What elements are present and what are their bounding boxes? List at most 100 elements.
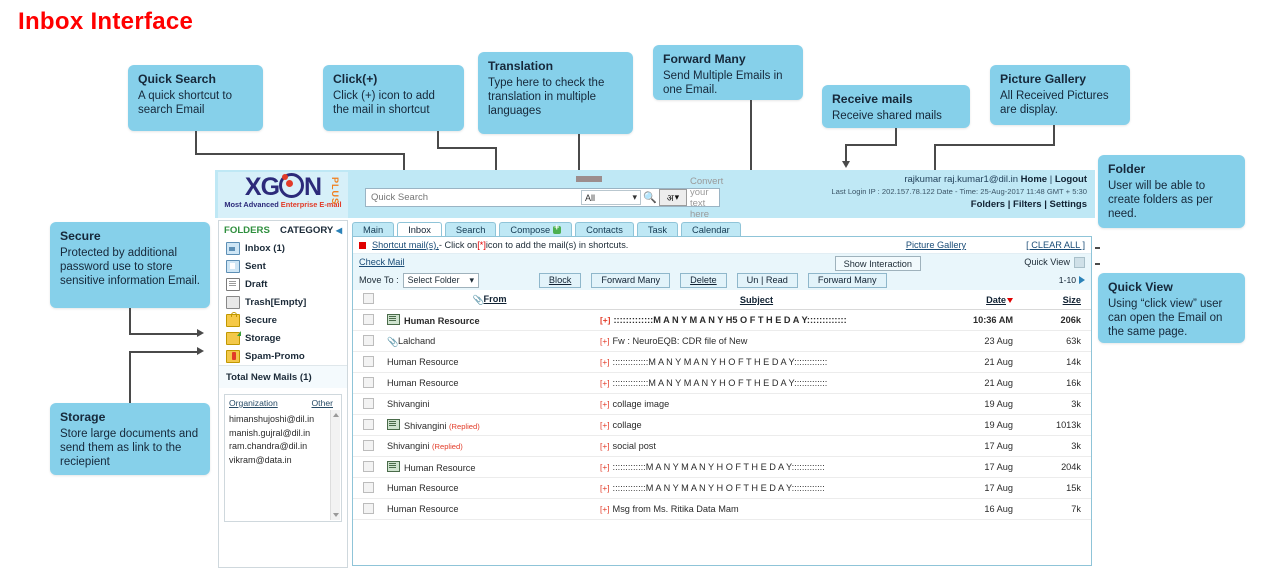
row-checkbox[interactable]: [362, 397, 374, 409]
table-row[interactable]: Shivangini (Replied) [+]social post 17 A…: [353, 435, 1091, 457]
table-row[interactable]: 📎Lalchand [+]Fw : NeuroEQB: CDR file of …: [353, 330, 1091, 352]
table-row[interactable]: Human Resource [+]::::::::::::::M A N Y …: [353, 351, 1091, 373]
select-folder-dropdown[interactable]: Select Folder ▾: [402, 272, 479, 288]
row-subject[interactable]: [+]social post: [596, 435, 917, 457]
row-subject[interactable]: [+]:::::::::::::M A N Y M A N Y H O F T …: [596, 477, 917, 499]
tab-compose[interactable]: Compose: [499, 222, 573, 236]
folders-link[interactable]: Folders: [970, 199, 1006, 210]
tab-task[interactable]: Task: [636, 222, 678, 236]
filters-link[interactable]: Filters: [1013, 199, 1042, 210]
search-input[interactable]: [366, 188, 581, 207]
sidebar-item-sent[interactable]: Sent: [219, 257, 347, 275]
table-row[interactable]: Shivangini (Replied) [+]collage 19 Aug 1…: [353, 414, 1091, 436]
scroll-up-icon[interactable]: [333, 413, 339, 417]
select-all-header[interactable]: [353, 290, 383, 310]
picture-gallery-link[interactable]: Picture Gallery: [905, 240, 967, 250]
sidebar-item-inbox[interactable]: Inbox (1): [219, 239, 347, 257]
row-subject[interactable]: [+]collage: [596, 414, 917, 436]
shortcut-mails-link[interactable]: Shortcut mail(s),: [372, 240, 439, 250]
row-subject[interactable]: [+]:::::::::::::M A N Y M A N Y H O F T …: [596, 456, 917, 478]
account-email: rajkumar raj.kumar1@dil.in: [904, 174, 1019, 185]
delete-button[interactable]: Delete: [680, 272, 727, 288]
contacts-scrollbar[interactable]: [330, 410, 340, 520]
pagination[interactable]: 1-10: [1059, 275, 1085, 285]
tab-organization[interactable]: Organization: [229, 398, 278, 408]
language-convert-button[interactable]: अ ▾: [659, 189, 687, 206]
convert-text-input[interactable]: Convert your text here: [690, 175, 724, 220]
row-subject[interactable]: [+]:::::::::::::M A N Y M A N Y H5 O F T…: [596, 309, 917, 331]
row-subject[interactable]: [+]::::::::::::::M A N Y M A N Y H O F T…: [596, 372, 917, 394]
row-checkbox[interactable]: [362, 460, 374, 472]
list-item[interactable]: vikram@data.in: [229, 454, 292, 465]
column-from[interactable]: 📎From: [383, 290, 596, 310]
sidebar-item-storage[interactable]: Storage: [219, 329, 347, 347]
table-row[interactable]: Human Resource [+]:::::::::::::M A N Y M…: [353, 309, 1091, 331]
forward-many-button-1[interactable]: Forward Many: [591, 272, 671, 288]
logout-link[interactable]: Logout: [1054, 174, 1087, 185]
row-checkbox[interactable]: [362, 418, 374, 430]
row-checkbox[interactable]: [362, 481, 374, 493]
row-subject[interactable]: [+]::::::::::::::M A N Y M A N Y H O F T…: [596, 351, 917, 373]
row-checkbox[interactable]: [362, 334, 374, 346]
tab-inbox[interactable]: Inbox: [397, 222, 442, 236]
column-subject[interactable]: Subject: [596, 290, 917, 310]
plus-shortcut-icon[interactable]: [+]: [600, 462, 610, 472]
column-size[interactable]: Size: [1017, 290, 1091, 310]
sidebar-item-trash[interactable]: Trash[Empty]: [219, 293, 347, 311]
next-page-icon[interactable]: [1079, 276, 1085, 284]
table-row[interactable]: Human Resource [+]:::::::::::::M A N Y M…: [353, 456, 1091, 478]
plus-shortcut-icon[interactable]: [+]: [600, 483, 610, 493]
list-item[interactable]: himanshujoshi@dil.in: [229, 414, 315, 424]
sidebar-item-secure[interactable]: Secure: [219, 311, 347, 329]
table-row[interactable]: Human Resource [+]Msg from Ms. Ritika Da…: [353, 498, 1091, 520]
plus-shortcut-icon[interactable]: [+]: [600, 399, 610, 409]
search-icon[interactable]: 🔍: [643, 192, 657, 204]
table-row[interactable]: Human Resource [+]:::::::::::::M A N Y M…: [353, 477, 1091, 499]
quick-view-toggle[interactable]: Quick View: [1024, 256, 1085, 268]
row-checkbox[interactable]: [362, 313, 374, 325]
table-row[interactable]: Human Resource [+]::::::::::::::M A N Y …: [353, 372, 1091, 394]
collapse-icon[interactable]: ◀: [335, 226, 342, 235]
check-mail-link[interactable]: Check Mail: [359, 257, 405, 267]
row-checkbox[interactable]: [362, 355, 374, 367]
plus-shortcut-icon[interactable]: [+]: [600, 378, 610, 388]
tab-other[interactable]: Other: [311, 398, 334, 408]
plus-shortcut-icon[interactable]: [+]: [600, 357, 610, 367]
category-label[interactable]: CATEGORY: [280, 225, 334, 236]
search-scope-select[interactable]: All ▾: [581, 190, 641, 205]
plus-shortcut-icon[interactable]: [+]: [600, 504, 610, 514]
tab-calendar[interactable]: Calendar: [681, 222, 741, 236]
plus-shortcut-icon[interactable]: [+]: [600, 441, 610, 451]
tab-contacts[interactable]: Contacts: [575, 222, 634, 236]
sidebar-item-draft[interactable]: Draft: [219, 275, 347, 293]
show-interaction-button[interactable]: Show Interaction: [834, 256, 921, 271]
settings-link[interactable]: Settings: [1049, 199, 1087, 210]
row-subject[interactable]: [+]Fw : NeuroEQB: CDR file of New: [596, 330, 917, 352]
list-item[interactable]: ram.chandra@dil.in: [229, 441, 308, 451]
table-row[interactable]: Shivangini [+]collage image 19 Aug 3k: [353, 393, 1091, 415]
sidebar-item-label: Inbox (1): [245, 242, 285, 254]
search-bar[interactable]: All ▾ 🔍 अ ▾ Convert your text here: [365, 176, 723, 220]
tab-search[interactable]: Search: [444, 222, 497, 236]
block-button[interactable]: Block: [538, 272, 582, 288]
row-subject[interactable]: [+]Msg from Ms. Ritika Data Mam: [596, 498, 917, 520]
plus-shortcut-icon[interactable]: [+]: [600, 336, 610, 346]
list-item[interactable]: manish.gujral@dil.in: [229, 427, 311, 438]
home-link[interactable]: Home: [1020, 174, 1048, 185]
sidebar-item-spam-promo[interactable]: Spam-Promo: [219, 347, 347, 365]
row-checkbox[interactable]: [362, 376, 374, 388]
clear-all-link[interactable]: [ CLEAR ALL ]: [1026, 240, 1085, 250]
plus-shortcut-icon[interactable]: [+]: [600, 315, 611, 325]
plus-shortcut-icon[interactable]: [+]: [600, 420, 610, 430]
row-checkbox[interactable]: [362, 502, 374, 514]
row-checkbox[interactable]: [362, 439, 374, 451]
scroll-down-icon[interactable]: [333, 513, 339, 517]
quick-view-checkbox[interactable]: [1074, 256, 1085, 268]
tab-label: Compose: [510, 224, 551, 235]
forward-many-button-2[interactable]: Forward Many: [807, 272, 887, 288]
row-subject[interactable]: [+]collage image: [596, 393, 917, 415]
select-all-checkbox[interactable]: [362, 293, 374, 304]
un-read-button[interactable]: Un | Read: [736, 272, 798, 288]
column-date[interactable]: Date: [917, 290, 1017, 310]
tab-main[interactable]: Main: [352, 222, 395, 236]
